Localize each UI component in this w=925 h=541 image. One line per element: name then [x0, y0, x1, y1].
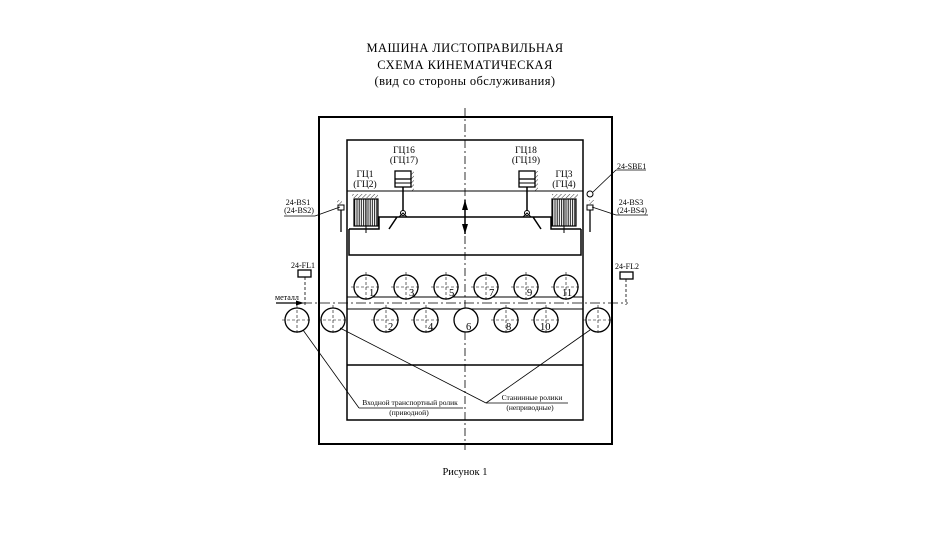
callout-input-roll-line2: (приводной)	[389, 408, 429, 417]
callout-input-roll-line1: Входной транспортный ролик	[362, 398, 458, 407]
label-bs2: (24-BS2)	[284, 206, 314, 215]
roll-6	[453, 307, 479, 333]
stroke-arrow	[462, 200, 468, 234]
label-gc3: ГЦ3	[555, 170, 572, 180]
roll-4-number: 4	[428, 322, 434, 333]
label-fl2: 24-FL2	[615, 262, 639, 271]
roll-7-number: 7	[489, 288, 494, 299]
label-fl1: 24-FL1	[291, 261, 315, 270]
cylinder-gc1	[337, 194, 379, 233]
cylinder-gc18	[518, 170, 538, 218]
roll-10-number: 10	[540, 322, 551, 333]
sensor-fl1-icon	[297, 269, 312, 278]
label-gc2: (ГЦ2)	[353, 179, 376, 190]
roll-6-number: 6	[466, 322, 471, 333]
leader-bs3-diag	[591, 206, 617, 216]
diagram-title-line-2: СХЕМА КИНЕМАТИЧЕСКАЯ	[377, 58, 553, 72]
label-bs3: 24-BS3	[619, 198, 643, 207]
label-gc1: ГЦ1	[356, 170, 373, 180]
figure-caption: Рисунок 1	[442, 467, 487, 478]
roll-8-number: 8	[506, 322, 511, 333]
roll-3-number: 3	[409, 288, 414, 299]
label-gc18: ГЦ18	[515, 146, 537, 156]
leader-sbe1-diag	[592, 169, 617, 193]
callout-stand-rolls-line2: (неприводные)	[506, 403, 554, 412]
label-bs4: (24-BS4)	[617, 206, 647, 215]
label-metal: металл	[275, 293, 299, 302]
outer-frame	[318, 116, 613, 445]
roll-centre-marks	[282, 272, 613, 335]
cylinder-gc16	[394, 170, 414, 218]
roll-11-number: 11	[562, 288, 572, 299]
sensor-fl2-icon	[619, 271, 634, 280]
upper-rolls	[353, 274, 579, 300]
callout-stand-rolls-line1: Станинные ролики	[502, 393, 563, 402]
label-gc16: ГЦ16	[393, 146, 415, 156]
diagram-title-line-3: (вид со стороны обслуживания)	[374, 74, 556, 88]
roll-5-number: 5	[449, 288, 454, 299]
label-sbe1: 24-SBE1	[617, 162, 646, 171]
label-bs1: 24-BS1	[286, 198, 310, 207]
label-gc19: (ГЦ19)	[512, 155, 540, 166]
upper-beam-body	[348, 229, 582, 256]
leader-bs1-diag	[314, 206, 341, 217]
label-gc17: (ГЦ17)	[390, 155, 418, 166]
upper-beam-profile	[349, 216, 581, 230]
diagram-title-line-1: МАШИНА ЛИСТОПРАВИЛЬНАЯ	[366, 41, 564, 55]
callout-leaders	[302, 327, 591, 409]
label-gc4: (ГЦ4)	[552, 179, 575, 190]
roll-9-number: 9	[527, 288, 532, 299]
cylinder-gc3	[551, 190, 594, 233]
roll-1-number: 1	[369, 288, 374, 299]
roll-2-number: 2	[388, 322, 393, 333]
